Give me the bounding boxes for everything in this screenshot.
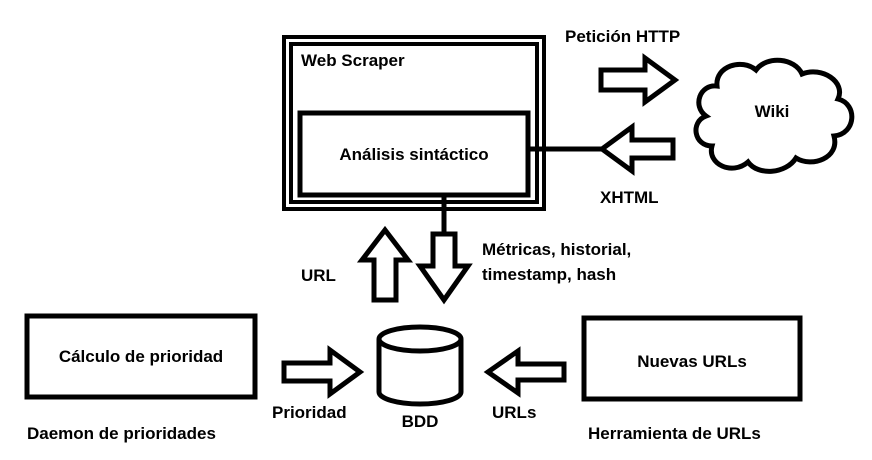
urls-label: URLs [492,403,536,422]
parser-label: Análisis sintáctico [339,145,488,164]
url-tool-caption: Herramienta de URLs [588,424,761,443]
database-label: BDD [402,412,439,431]
parser-box [297,110,531,198]
priority-daemon-caption: Daemon de prioridades [27,424,216,443]
xhtml-label: XHTML [600,188,659,207]
metrics-down-arrow [415,231,473,305]
priority-calc-box [24,313,258,400]
wiki-cloud [693,57,855,174]
url-up-label: URL [301,266,336,285]
web-scraper-box [282,35,546,211]
metrics-label-line2: timestamp, hash [482,265,616,284]
wiki-label: Wiki [755,102,790,121]
web-scraper-title: Web Scraper [301,51,405,70]
url-up-arrow [356,225,414,303]
new-urls-label: Nuevas URLs [637,352,747,371]
urls-arrow [483,346,567,398]
http-request-arrow [598,53,680,107]
http-request-label: Petición HTTP [565,27,680,46]
database-cylinder [376,324,464,407]
metrics-label-line1: Métricas, historial, [482,240,631,259]
new-urls-box [581,315,803,402]
priority-calc-label: Cálculo de prioridad [59,347,223,366]
xhtml-arrow [597,122,676,176]
priority-label: Prioridad [272,403,347,422]
priority-arrow [281,345,365,399]
